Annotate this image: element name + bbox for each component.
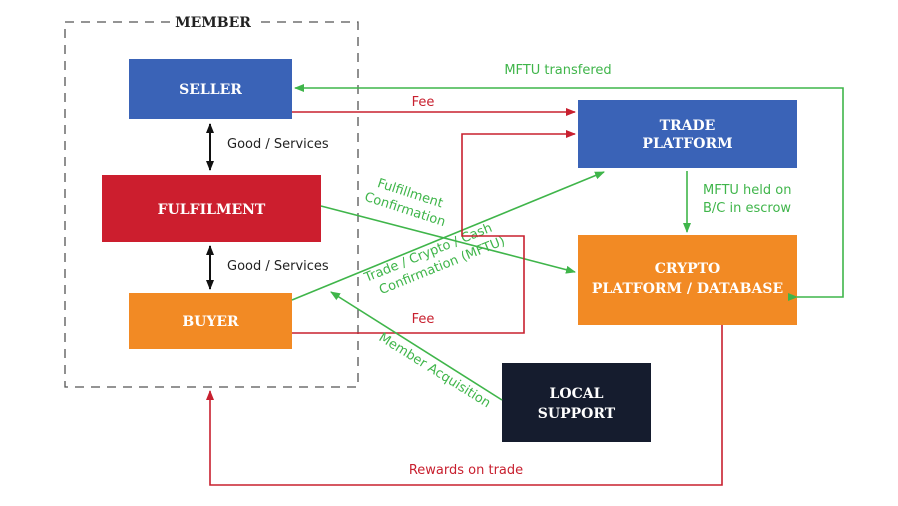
label-mftu-escrow-1: MFTU held on bbox=[703, 183, 791, 198]
edge-goods-fulfilment-buyer: Good / Services bbox=[206, 245, 329, 290]
seller-label: SELLER bbox=[179, 82, 242, 98]
fulfilment-label: FULFILMENT bbox=[158, 202, 266, 218]
label-goods-fulfilment-buyer: Good / Services bbox=[227, 259, 329, 274]
crypto-platform-line1: CRYPTO bbox=[655, 261, 720, 277]
label-mftu-transfered: MFTU transfered bbox=[504, 63, 611, 78]
crypto-platform-line2: PLATFORM / DATABASE bbox=[592, 281, 783, 297]
buyer-label: BUYER bbox=[182, 314, 239, 330]
edge-fee-seller: Fee bbox=[292, 95, 576, 116]
local-support-node: LOCAL SUPPORT bbox=[502, 363, 651, 442]
label-rewards-on-trade: Rewards on trade bbox=[409, 463, 523, 478]
edge-fee-buyer: Fee bbox=[292, 130, 576, 334]
edge-member-acquisition: Member Acquisition bbox=[330, 291, 503, 411]
edge-mftu-transfered: MFTU transfered bbox=[294, 63, 844, 301]
label-goods-seller-fulfilment: Good / Services bbox=[227, 137, 329, 152]
edge-goods-seller-fulfilment: Good / Services bbox=[206, 123, 329, 171]
trade-platform-line2: PLATFORM bbox=[642, 136, 732, 152]
member-group: MEMBER bbox=[64, 15, 359, 388]
label-fee-buyer: Fee bbox=[412, 312, 435, 327]
label-mftu-escrow-2: B/C in escrow bbox=[703, 201, 791, 216]
edge-rewards-on-trade: Rewards on trade bbox=[206, 325, 723, 486]
local-support-line2: SUPPORT bbox=[538, 406, 616, 422]
local-support-line1: LOCAL bbox=[550, 386, 604, 402]
trade-platform-node: TRADE PLATFORM bbox=[578, 100, 797, 168]
trade-platform-line1: TRADE bbox=[660, 118, 716, 134]
edge-mftu-escrow: MFTU held on B/C in escrow bbox=[683, 171, 791, 233]
label-member-acquisition: Member Acquisition bbox=[376, 330, 493, 411]
member-group-label: MEMBER bbox=[175, 15, 251, 31]
edge-trade-confirmation: Trade / Crypto / Cash Confirmation (MFTU… bbox=[291, 171, 605, 301]
crypto-platform-node: CRYPTO PLATFORM / DATABASE bbox=[578, 235, 797, 325]
seller-node: SELLER bbox=[129, 59, 292, 119]
buyer-node: BUYER bbox=[129, 293, 292, 349]
fulfilment-node: FULFILMENT bbox=[102, 175, 321, 242]
label-fee-seller: Fee bbox=[412, 95, 435, 110]
